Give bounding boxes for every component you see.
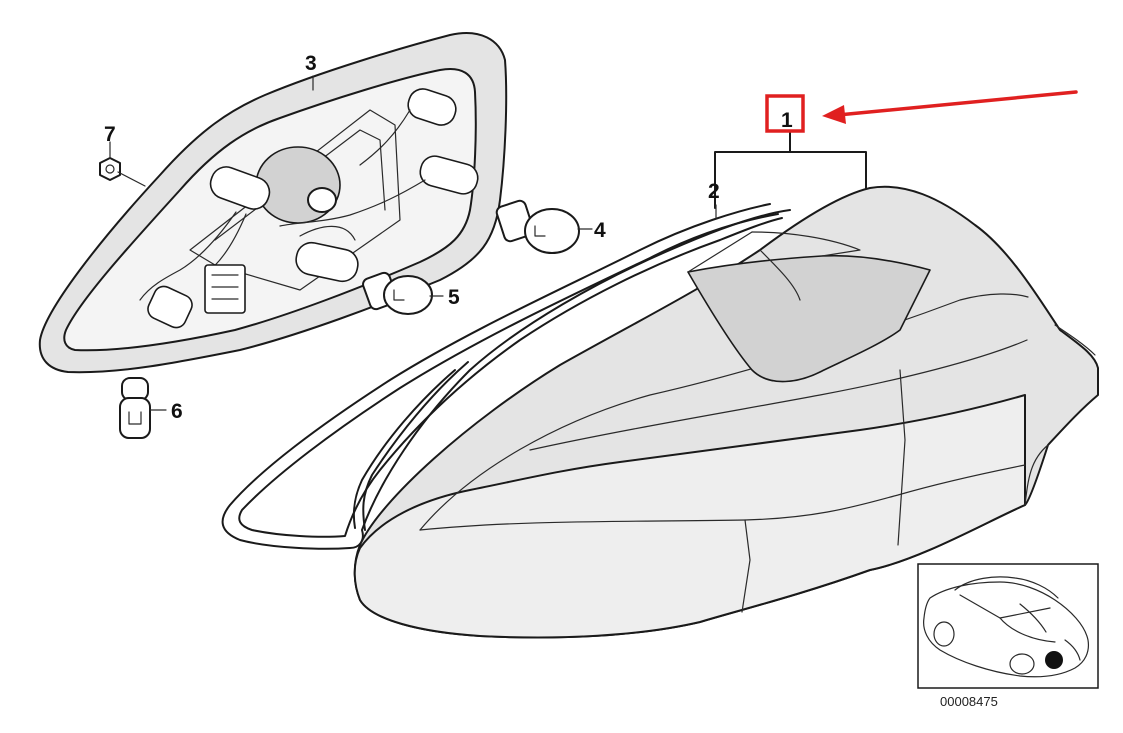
- diagram-reference-number: 00008475: [940, 694, 998, 709]
- bulb-4: [495, 199, 593, 254]
- bulb-6: [119, 377, 167, 439]
- arrow-head-icon: [822, 105, 846, 124]
- gasket: [221, 203, 791, 550]
- callout-6: 6: [171, 400, 183, 423]
- highlight-arrow: [836, 90, 1078, 117]
- nut: [99, 157, 146, 187]
- callout-2: 2: [708, 180, 720, 203]
- callout-3: 3: [305, 52, 317, 75]
- highlight-box: [765, 94, 805, 133]
- vehicle-locator-inset: [917, 563, 1099, 689]
- bulb-carrier: [38, 32, 508, 374]
- highlight-annotation: [765, 90, 1078, 133]
- location-marker-icon: [1045, 651, 1063, 669]
- bulb-5: [362, 271, 444, 315]
- tail-light-housing: [353, 185, 1099, 639]
- leader-lines: [109, 75, 867, 219]
- callout-4: 4: [594, 219, 606, 242]
- callout-1: 1: [781, 109, 793, 132]
- callout-7: 7: [104, 123, 116, 146]
- callout-5: 5: [448, 286, 460, 309]
